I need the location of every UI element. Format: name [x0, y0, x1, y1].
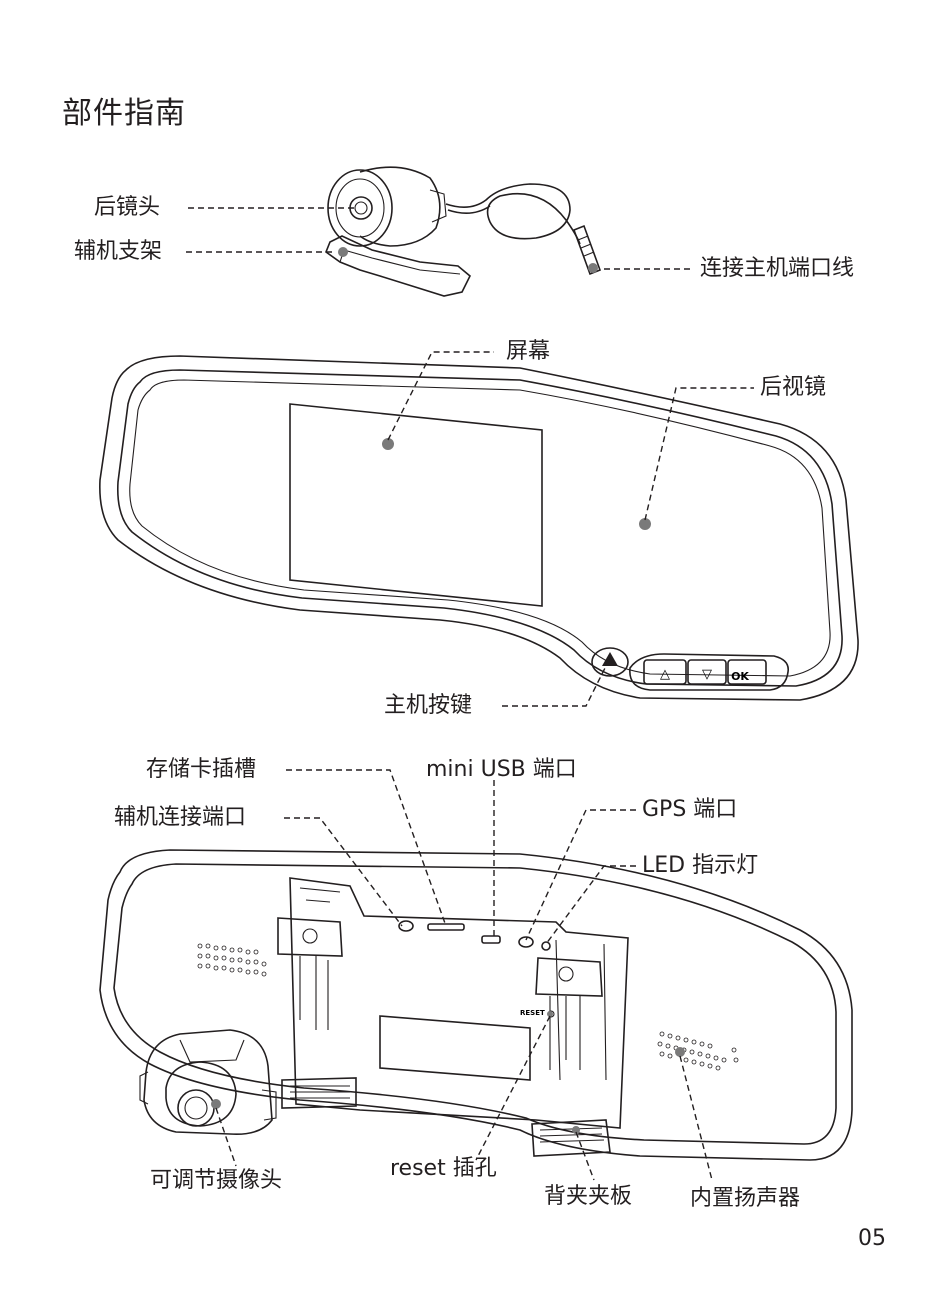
front-mirror-illustration: △ ▽ OK: [99, 355, 859, 701]
connector-marker: [588, 263, 598, 273]
label-mini-usb: mini USB 端口: [426, 757, 577, 782]
label-aux-bracket: 辅机支架: [74, 239, 163, 264]
page-number: 05: [858, 1226, 886, 1251]
label-gps-port: GPS 端口: [642, 797, 738, 822]
label-rear-lens: 后镜头: [94, 195, 161, 220]
screen-marker: [382, 438, 394, 450]
label-rearview-mirror: 后视镜: [760, 375, 827, 400]
ok-button-glyph: OK: [731, 670, 749, 683]
label-host-port-cable: 连接主机端口线: [700, 256, 855, 281]
rear-mirror-illustration: RESET: [99, 849, 853, 1161]
mirror-marker: [639, 518, 651, 530]
label-sd-slot: 存储卡插槽: [146, 757, 257, 782]
bracket-marker: [338, 247, 348, 257]
rear-camera-illustration: [325, 166, 602, 297]
label-speaker: 内置扬声器: [690, 1186, 801, 1211]
label-reset-hole: reset 插孔: [390, 1156, 497, 1181]
label-back-clip: 背夹夹板: [544, 1184, 633, 1209]
label-adjustable-camera: 可调节摄像头: [150, 1168, 283, 1193]
reset-marking: RESET: [520, 1009, 545, 1017]
page-title: 部件指南: [62, 96, 186, 131]
label-screen: 屏幕: [506, 339, 551, 364]
label-main-buttons: 主机按键: [384, 693, 473, 718]
speaker-grille-left: [197, 943, 267, 977]
label-led: LED 指示灯: [642, 853, 759, 878]
up-button-glyph: △: [660, 667, 670, 682]
down-button-glyph: ▽: [702, 667, 712, 682]
label-aux-port: 辅机连接端口: [114, 805, 247, 830]
speaker-grille-right: [657, 1031, 739, 1071]
